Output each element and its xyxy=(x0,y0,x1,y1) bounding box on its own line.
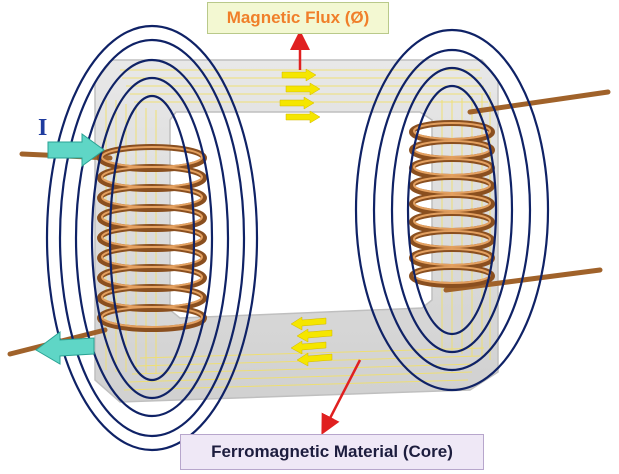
flux-arrow-icon xyxy=(285,82,321,96)
magnetic-flux-label: Magnetic Flux (Ø) xyxy=(207,2,389,34)
flux-arrow-icon xyxy=(290,316,327,331)
flux-arrow-icon xyxy=(296,352,333,367)
current-label: I xyxy=(38,115,48,141)
current-out-arrow-icon xyxy=(35,331,95,365)
flux-arrows-bottom xyxy=(290,316,333,367)
pointer-arrow-icon xyxy=(321,359,362,435)
flux-arrows-top xyxy=(279,68,321,124)
current-arrows xyxy=(35,133,105,365)
flux-arrow-icon xyxy=(281,68,317,82)
flux-arrow-icon xyxy=(279,96,315,110)
flux-arrow-icon xyxy=(285,110,321,124)
flux-arrow-icon xyxy=(290,340,327,355)
core-label: Ferromagnetic Material (Core) xyxy=(180,434,484,470)
secondary-coil xyxy=(409,120,495,288)
pointer-arrows xyxy=(290,30,362,435)
flux-arrow-icon xyxy=(296,328,333,343)
current-in-arrow-icon xyxy=(47,133,105,167)
right-field-lines xyxy=(354,28,550,392)
left-field-lines xyxy=(45,24,259,452)
